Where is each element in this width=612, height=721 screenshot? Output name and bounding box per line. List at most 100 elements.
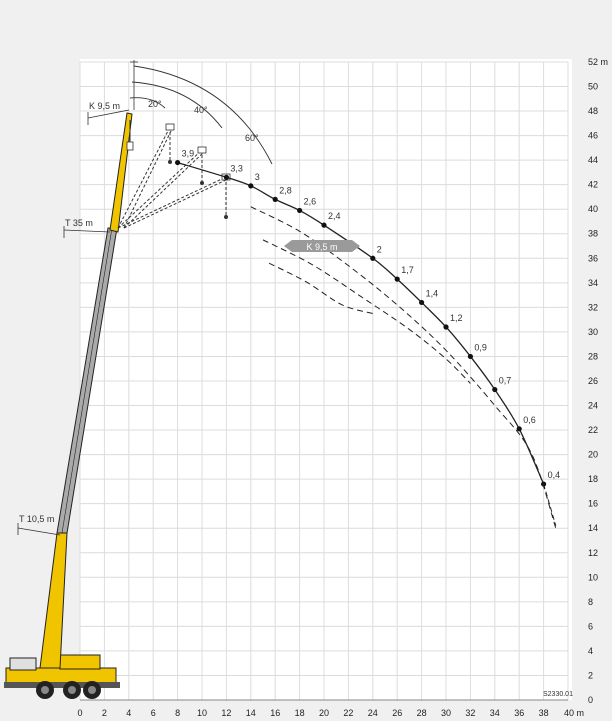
series-line bbox=[268, 262, 373, 314]
x-tick-label: 32 bbox=[465, 708, 475, 718]
data-point bbox=[223, 174, 229, 180]
y-tick-label: 0 bbox=[588, 695, 593, 705]
x-tick-label: 4 bbox=[126, 708, 131, 718]
jib bbox=[109, 112, 133, 233]
data-point bbox=[175, 159, 181, 166]
main-boom-label: T 35 m bbox=[65, 218, 93, 228]
crane-illustration bbox=[4, 60, 273, 699]
x-tick-label: 40 m bbox=[564, 708, 584, 718]
x-tick-label: 20 bbox=[319, 708, 329, 718]
data-label: 3 bbox=[255, 172, 260, 182]
series-line bbox=[262, 239, 471, 384]
data-label: 2,4 bbox=[328, 211, 341, 221]
data-label: 1,2 bbox=[450, 313, 463, 323]
angle-40-label: 40° bbox=[194, 105, 208, 115]
y-tick-label: 16 bbox=[588, 499, 598, 509]
data-label: 1,7 bbox=[401, 265, 414, 275]
x-tick-label: 18 bbox=[295, 708, 305, 718]
load-labels: 3,9 3,3 3 2,8 2,6 2,4 2 1,7 1,4 1,2 0,9 0,7 0,6 0,4 bbox=[182, 149, 561, 480]
y-tick-label: 44 bbox=[588, 155, 598, 165]
y-tick-label: 6 bbox=[588, 621, 593, 631]
x-tick-label: 14 bbox=[246, 708, 256, 718]
y-tick-label: 48 bbox=[588, 106, 598, 116]
jib-length-label: K 9,5 m bbox=[89, 101, 120, 111]
y-tick-labels: 0246810121416182022242628303234363840424… bbox=[588, 57, 608, 705]
data-label: 2 bbox=[377, 244, 382, 254]
y-tick-label: 34 bbox=[588, 278, 598, 288]
y-tick-label: 40 bbox=[588, 204, 598, 214]
data-point bbox=[370, 255, 376, 261]
data-label: 2,8 bbox=[279, 185, 292, 195]
data-label: 3,3 bbox=[230, 163, 243, 173]
y-tick-label: 52 m bbox=[588, 57, 608, 67]
crane-carrier bbox=[4, 654, 120, 699]
data-point bbox=[467, 353, 473, 360]
data-label: 0,6 bbox=[523, 415, 536, 425]
x-tick-label: 10 bbox=[197, 708, 207, 718]
data-point bbox=[516, 426, 522, 432]
y-tick-label: 22 bbox=[588, 425, 598, 435]
y-tick-label: 8 bbox=[588, 597, 593, 607]
x-tick-label: 8 bbox=[175, 708, 180, 718]
data-point bbox=[272, 196, 278, 202]
y-tick-label: 18 bbox=[588, 474, 598, 484]
data-label: 2,6 bbox=[304, 196, 317, 206]
data-point bbox=[394, 276, 400, 282]
data-label: 0,4 bbox=[548, 470, 561, 480]
data-point bbox=[248, 183, 254, 189]
data-label: 3,9 bbox=[182, 149, 195, 159]
x-tick-label: 26 bbox=[392, 708, 402, 718]
figure-code: S2330.01 bbox=[543, 691, 573, 698]
y-tick-label: 32 bbox=[588, 302, 598, 312]
y-tick-label: 46 bbox=[588, 131, 598, 141]
x-tick-label: 34 bbox=[490, 708, 500, 718]
y-tick-label: 12 bbox=[588, 548, 598, 558]
data-point bbox=[419, 299, 425, 306]
angle-20-label: 20° bbox=[148, 99, 162, 109]
series-line bbox=[250, 206, 557, 529]
data-point bbox=[321, 222, 327, 228]
y-tick-label: 4 bbox=[588, 646, 593, 656]
x-tick-label: 36 bbox=[514, 708, 524, 718]
curve-label: K 9,5 m bbox=[306, 242, 337, 252]
plot-area bbox=[80, 59, 572, 700]
y-tick-label: 50 bbox=[588, 82, 598, 92]
data-label: 0,7 bbox=[499, 376, 512, 386]
base-boom-label: T 10,5 m bbox=[19, 514, 54, 524]
data-point bbox=[492, 386, 498, 393]
x-tick-label: 0 bbox=[77, 708, 82, 718]
x-tick-label: 38 bbox=[539, 708, 549, 718]
data-label: 0,9 bbox=[474, 342, 487, 352]
y-tick-label: 2 bbox=[588, 670, 593, 680]
y-tick-label: 20 bbox=[588, 450, 598, 460]
x-tick-label: 16 bbox=[270, 708, 280, 718]
y-tick-label: 10 bbox=[588, 572, 598, 582]
y-tick-label: 30 bbox=[588, 327, 598, 337]
x-tick-label: 12 bbox=[221, 708, 231, 718]
gridlines bbox=[79, 61, 569, 701]
y-tick-label: 26 bbox=[588, 376, 598, 386]
y-tick-label: 42 bbox=[588, 180, 598, 190]
x-tick-label: 2 bbox=[102, 708, 107, 718]
curve-label-pill: K 9,5 m bbox=[284, 240, 360, 252]
x-tick-label: 6 bbox=[151, 708, 156, 718]
x-tick-label: 22 bbox=[343, 708, 353, 718]
angle-60-label: 60° bbox=[245, 133, 259, 143]
data-point bbox=[297, 207, 303, 214]
base-boom bbox=[39, 532, 68, 669]
data-label: 1,4 bbox=[426, 288, 439, 298]
y-tick-label: 36 bbox=[588, 253, 598, 263]
data-point bbox=[443, 324, 449, 330]
load-curves bbox=[175, 159, 557, 529]
y-tick-label: 28 bbox=[588, 351, 598, 361]
x-tick-label: 30 bbox=[441, 708, 451, 718]
y-tick-label: 38 bbox=[588, 229, 598, 239]
data-point bbox=[541, 481, 547, 487]
x-tick-label: 24 bbox=[368, 708, 378, 718]
x-tick-label: 28 bbox=[417, 708, 427, 718]
y-tick-label: 14 bbox=[588, 523, 598, 533]
y-tick-label: 24 bbox=[588, 401, 598, 411]
